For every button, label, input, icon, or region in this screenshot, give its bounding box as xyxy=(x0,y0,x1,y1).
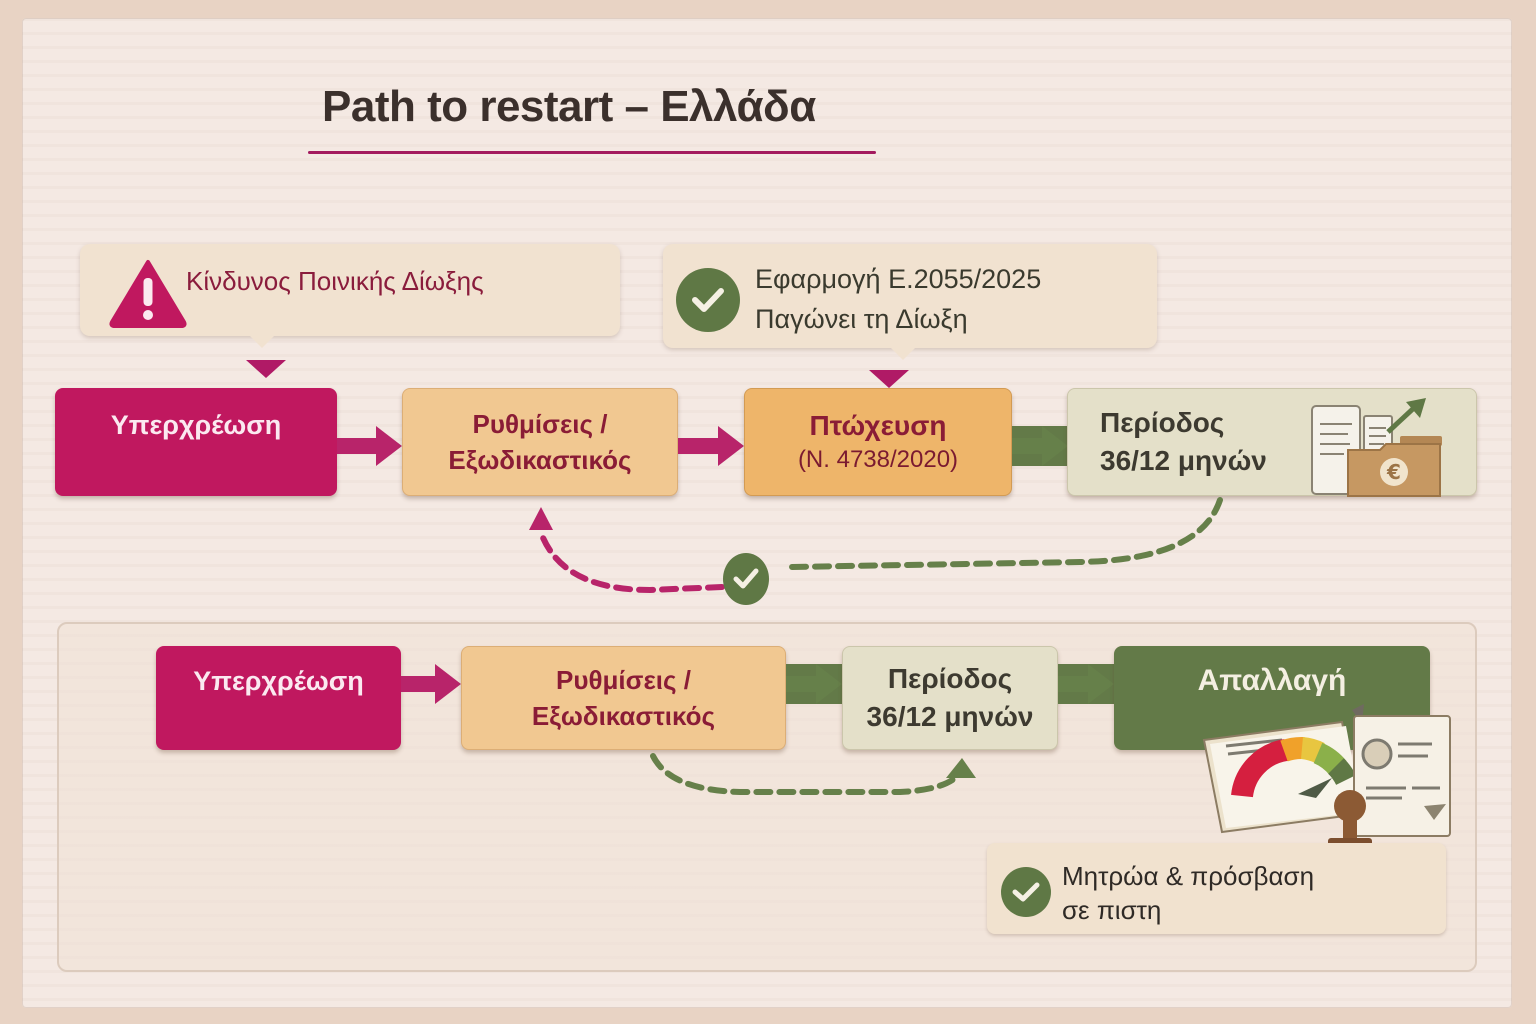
step-law-reference: (Ν. 4738/2020) xyxy=(797,446,959,473)
page-title: Path to restart – Ελλάδα xyxy=(322,82,816,131)
step-label: Υπερχρέωση xyxy=(110,409,282,440)
bypass-arrowhead-icon xyxy=(946,758,976,778)
step-label: Πτώχευση xyxy=(809,410,947,441)
step-label-line1: Ρυθμίσεις / xyxy=(472,408,608,439)
check-circle-icon xyxy=(676,268,740,332)
step-label: Υπερχρέωση xyxy=(193,665,364,696)
step-label-line1: Ρυθμίσεις / xyxy=(556,664,691,695)
check-circle-icon xyxy=(723,553,769,605)
bypass-dashed-green xyxy=(650,753,958,795)
law-pointer-marker xyxy=(869,370,909,388)
step-label-line2: Εξωδικαστικός xyxy=(531,701,716,731)
law-applied-callout: Εφαρμογή Ε.2055/2025 Παγώνει τη Δίωξη xyxy=(663,244,1157,360)
step-overindebtedness[interactable]: Υπερχρέωση xyxy=(156,646,401,750)
step-period-36-12-months[interactable]: Περίοδος 36/12 μηνών xyxy=(842,646,1058,750)
warning-triangle-icon xyxy=(109,260,187,328)
warning-pointer-marker xyxy=(246,360,286,378)
warning-text: Κίνδυνος Ποινικής Δίωξης xyxy=(186,266,484,296)
registry-access-callout: Μητρώα & πρόσβαση σε πιστη xyxy=(987,843,1446,934)
return-path-dashed-magenta xyxy=(537,527,725,594)
law-applied-subtitle: Παγώνει τη Δίωξη xyxy=(755,304,968,334)
step-overindebtedness[interactable]: Υπερχρέωση xyxy=(55,388,337,496)
step-bankruptcy[interactable]: Πτώχευση (Ν. 4738/2020) xyxy=(744,388,1012,496)
arrow-right-icon xyxy=(401,664,461,704)
return-path-dashed-green xyxy=(787,497,1223,570)
registry-text-line2: σε πιστη xyxy=(1062,895,1162,925)
arrow-right-icon xyxy=(1058,664,1114,704)
step-settlements-out-of-court[interactable]: Ρυθμίσεις / Εξωδικαστικός xyxy=(461,646,786,750)
return-arrowhead-icon xyxy=(529,507,553,530)
arrow-right-icon xyxy=(678,426,744,466)
folder-euro-growth-icon: € xyxy=(1311,398,1442,497)
registry-text-line1: Μητρώα & πρόσβαση xyxy=(1062,861,1315,891)
arrow-right-icon xyxy=(337,426,402,466)
step-label-line1: Περίοδος xyxy=(887,663,1013,695)
arrow-right-icon xyxy=(786,664,842,704)
step-label-line2: Εξωδικαστικός xyxy=(448,445,632,475)
step-settlements-out-of-court[interactable]: Ρυθμίσεις / Εξωδικαστικός xyxy=(402,388,678,496)
credit-score-report-icon xyxy=(1202,704,1451,850)
step-label: Απαλλαγή xyxy=(1197,664,1347,697)
arrow-right-icon xyxy=(1012,426,1068,466)
step-label-line2: 36/12 μηνών xyxy=(866,701,1034,732)
warning-callout: Κίνδυνος Ποινικής Δίωξης xyxy=(80,244,620,348)
step-label-line2: 36/12 μηνών xyxy=(1100,445,1267,476)
step-label-line1: Περίοδος xyxy=(1100,407,1225,439)
svg-text:€: € xyxy=(1386,460,1401,484)
title-underline xyxy=(308,151,876,154)
law-applied-title: Εφαρμογή Ε.2055/2025 xyxy=(755,264,1042,294)
check-circle-icon xyxy=(1001,867,1051,917)
